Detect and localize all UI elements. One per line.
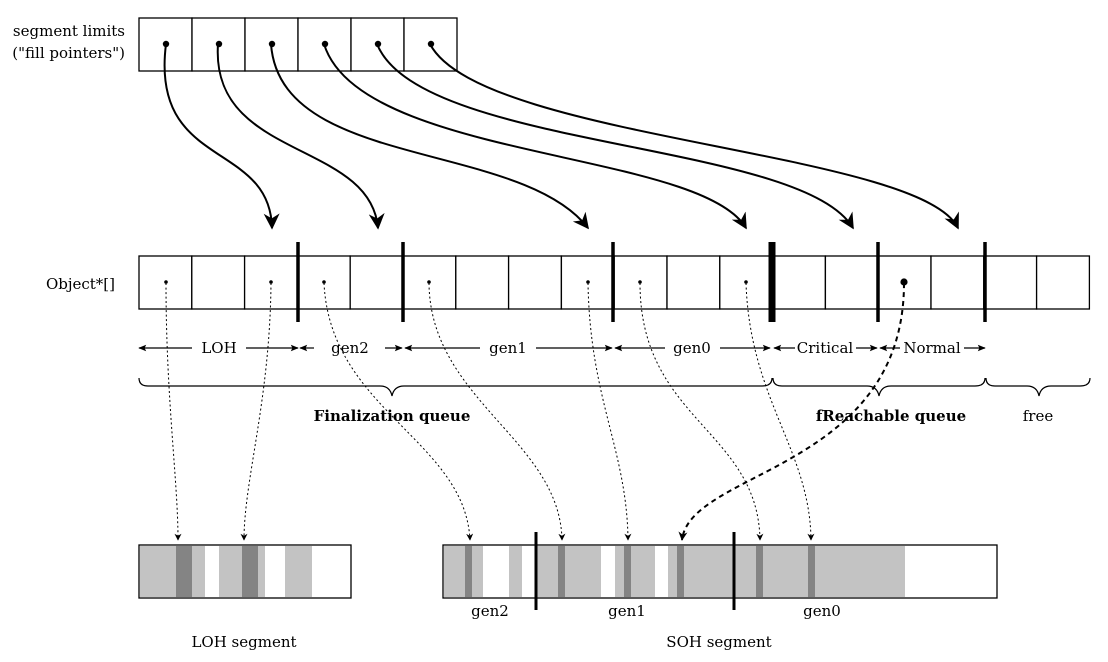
object-pointer-dot xyxy=(744,280,748,284)
segment-limits-label: segment limits xyxy=(13,22,125,40)
fill-pointer-arrow-6 xyxy=(429,43,959,230)
free-label: free xyxy=(1023,407,1054,425)
soh-segment-filled xyxy=(615,546,655,597)
soh-segment: gen2 gen1 gen0 SOH segment xyxy=(442,532,998,651)
soh-segment-label: SOH segment xyxy=(666,633,771,651)
object-array-cell xyxy=(349,255,404,310)
soh-object-mark xyxy=(558,546,565,597)
loh-object-mark xyxy=(176,546,192,597)
soh-object-mark xyxy=(808,546,815,597)
finalization-queue-brace xyxy=(138,377,773,397)
freachable-queue-label: fReachable queue xyxy=(816,407,966,425)
region-label-gen0: gen0 xyxy=(673,339,711,357)
loh-segment: LOH segment xyxy=(138,544,352,651)
fill-pointer-arrow-1 xyxy=(163,43,280,230)
soh-gen0-label: gen0 xyxy=(803,602,841,620)
object-array-cell xyxy=(666,255,721,310)
region-label-loh: LOH xyxy=(201,339,236,357)
soh-object-mark xyxy=(624,546,631,597)
ref-arrow-gen0-1 xyxy=(639,282,764,541)
fill-pointer-dot xyxy=(215,40,223,48)
object-reference-arrows xyxy=(165,282,905,541)
object-array-cell xyxy=(771,255,827,310)
object-pointer-dot xyxy=(322,280,326,284)
ref-arrow-gen0-2 xyxy=(745,282,815,541)
ref-arrow-loh-2 xyxy=(240,282,272,541)
fill-pointer-arrow-4 xyxy=(323,43,747,230)
loh-segment-label: LOH segment xyxy=(191,633,296,651)
object-array-cell xyxy=(191,255,246,310)
object-array-cell xyxy=(824,255,879,310)
object-pointer-dot xyxy=(164,280,168,284)
region-label-critical: Critical xyxy=(797,339,854,357)
ref-arrow-gen1-1 xyxy=(428,282,566,541)
object-pointer-dot xyxy=(900,278,908,286)
object-pointer-dot xyxy=(638,280,642,284)
fill-pointer-arrows xyxy=(163,43,959,230)
object-array-cell xyxy=(930,255,985,310)
soh-object-mark xyxy=(465,546,472,597)
object-array: Object*[] xyxy=(46,242,1091,322)
freachable-queue-brace xyxy=(772,377,986,397)
object-pointer-dot xyxy=(586,280,590,284)
soh-gen2-label: gen2 xyxy=(471,602,509,620)
object-pointer-dot xyxy=(427,280,431,284)
fill-pointer-arrow-2 xyxy=(216,43,385,230)
region-label-gen2: gen2 xyxy=(331,339,369,357)
soh-object-mark xyxy=(677,546,684,597)
region-label-normal: Normal xyxy=(903,339,960,357)
loh-segment-filled xyxy=(140,546,205,597)
queue-braces: Finalization queue fReachable queue free xyxy=(138,377,1091,425)
fill-pointer-arrow-5 xyxy=(376,43,854,230)
fill-pointer-arrow-3 xyxy=(270,43,589,230)
object-array-cell xyxy=(1035,255,1091,310)
soh-segment-filled xyxy=(444,546,483,597)
object-pointer-dot xyxy=(269,280,273,284)
object-array-label: Object*[] xyxy=(46,275,115,293)
ref-arrow-normal xyxy=(678,282,905,541)
region-spans: LOH gen2 gen1 gen0 Critical Normal xyxy=(138,339,986,357)
loh-object-mark xyxy=(242,546,258,597)
object-array-cell xyxy=(983,255,1038,310)
loh-segment-filled xyxy=(285,546,312,597)
ref-arrow-loh-1 xyxy=(165,282,182,541)
ref-arrow-gen1-2 xyxy=(587,282,632,541)
object-array-cell xyxy=(507,255,563,310)
soh-segment-filled xyxy=(668,546,905,597)
soh-gen1-label: gen1 xyxy=(608,602,646,620)
free-brace xyxy=(985,377,1091,397)
soh-object-mark xyxy=(756,546,763,597)
soh-segment-filled xyxy=(536,546,601,597)
ref-arrow-gen2 xyxy=(323,282,474,541)
region-label-gen1: gen1 xyxy=(489,339,527,357)
soh-segment-filled xyxy=(509,546,522,597)
object-array-cell xyxy=(455,255,510,310)
fill-pointers-label: ("fill pointers") xyxy=(12,44,125,62)
